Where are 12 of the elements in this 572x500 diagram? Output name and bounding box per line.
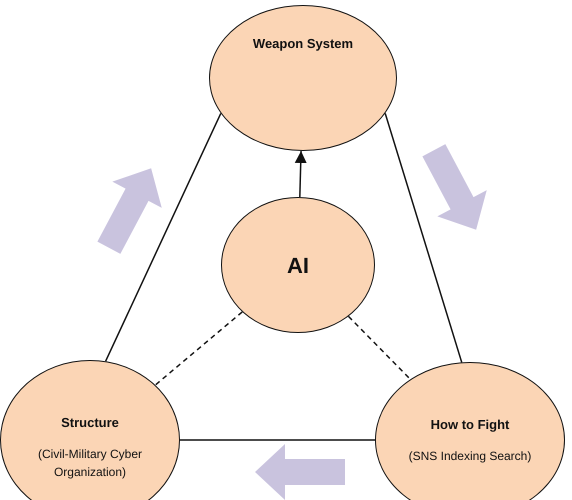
dashed-connector bbox=[348, 316, 411, 380]
connector-line bbox=[180, 439, 375, 441]
node-subtitle: (Civil-Military Cyber Organization) bbox=[37, 446, 143, 480]
node-title: AI bbox=[287, 252, 309, 280]
node-title: Structure bbox=[61, 414, 119, 432]
node-subtitle: (SNS Indexing Search) bbox=[408, 448, 532, 464]
connector-line bbox=[294, 150, 307, 198]
connector-line bbox=[104, 113, 222, 362]
dashed-connector bbox=[154, 311, 243, 386]
node-title: Weapon System bbox=[252, 35, 354, 53]
connector-line bbox=[384, 113, 462, 363]
node-title: How to Fight bbox=[430, 416, 510, 434]
